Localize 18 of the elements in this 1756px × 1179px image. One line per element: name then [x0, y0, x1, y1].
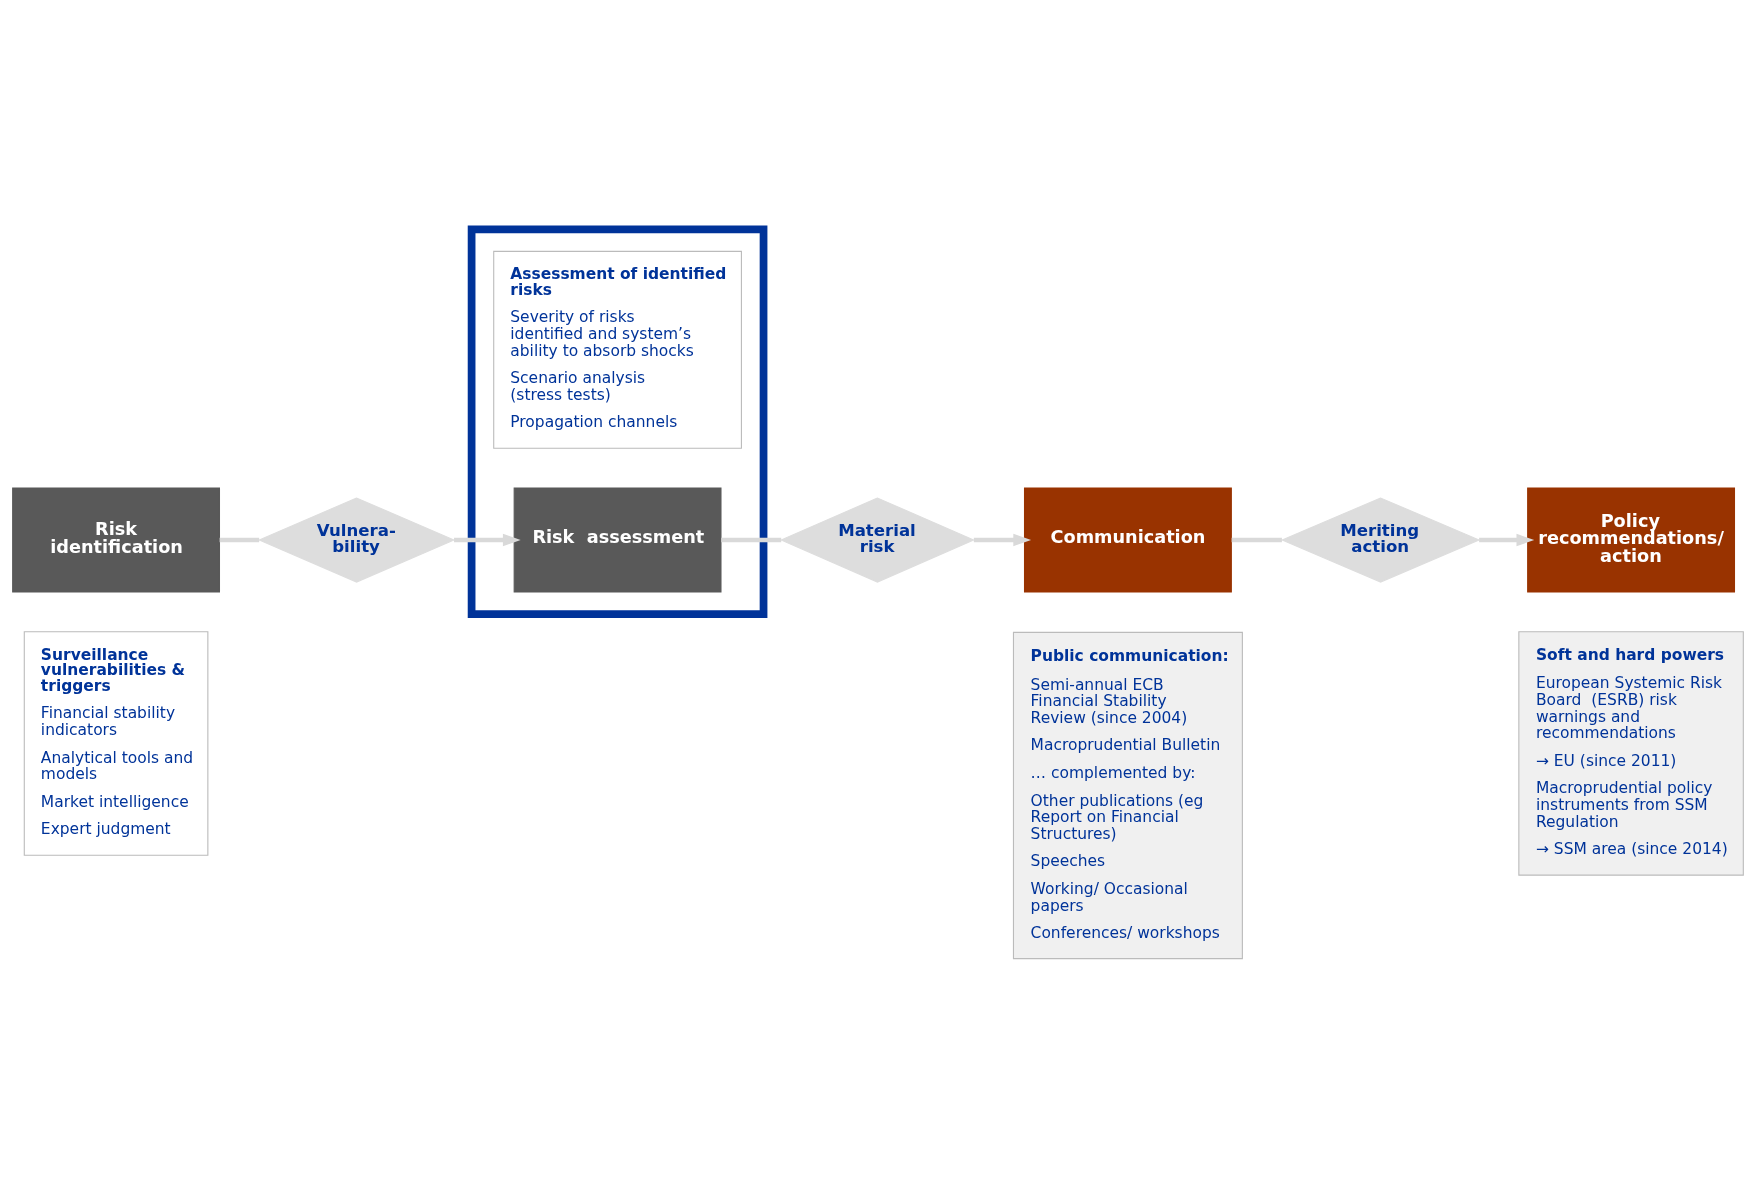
arrow [1479, 533, 1535, 547]
arrow [454, 533, 521, 547]
node-diamond: Meriting action [1280, 497, 1481, 583]
node-box: Soft and hard powers European Systemic Risk Board (ESRB) risk warnings and recommendations → EU (since 2011) Macroprudential policy instruments from SSM Regulation → SSM area (since 2014) [1518, 631, 1744, 876]
node-box: Risk assessment [513, 487, 722, 593]
connector [721, 537, 782, 543]
node-box: Public communication: Semi-annual ECB Financial Stability Review (since 2004) Macroprudential Bulletin … complemented by: Other publications (eg Report on Financial Structures) Speeches Working/ Occasional papers Conferences/ workshops [1012, 631, 1243, 960]
connector [219, 537, 260, 543]
arrow [973, 533, 1032, 547]
node-box: Surveillance vulnerabilities & triggers Financial stability indicators Analytical tools and models Market intelligence Expert judgment [23, 631, 209, 856]
connector [1231, 537, 1282, 543]
cluster [467, 225, 768, 618]
node-diamond: Material risk [779, 497, 976, 583]
node-diamond: Vulnera- bility [257, 497, 456, 583]
node-box: Communication [1023, 487, 1232, 593]
node-box: Risk identification [12, 487, 221, 593]
node-box: Policy recommendations/ action [1527, 487, 1736, 593]
node-box: Assessment of identified risks Severity of risks identified and system’s ability to absorb shocks Scenario analysis (stress tests) Propagation channels [493, 250, 742, 449]
